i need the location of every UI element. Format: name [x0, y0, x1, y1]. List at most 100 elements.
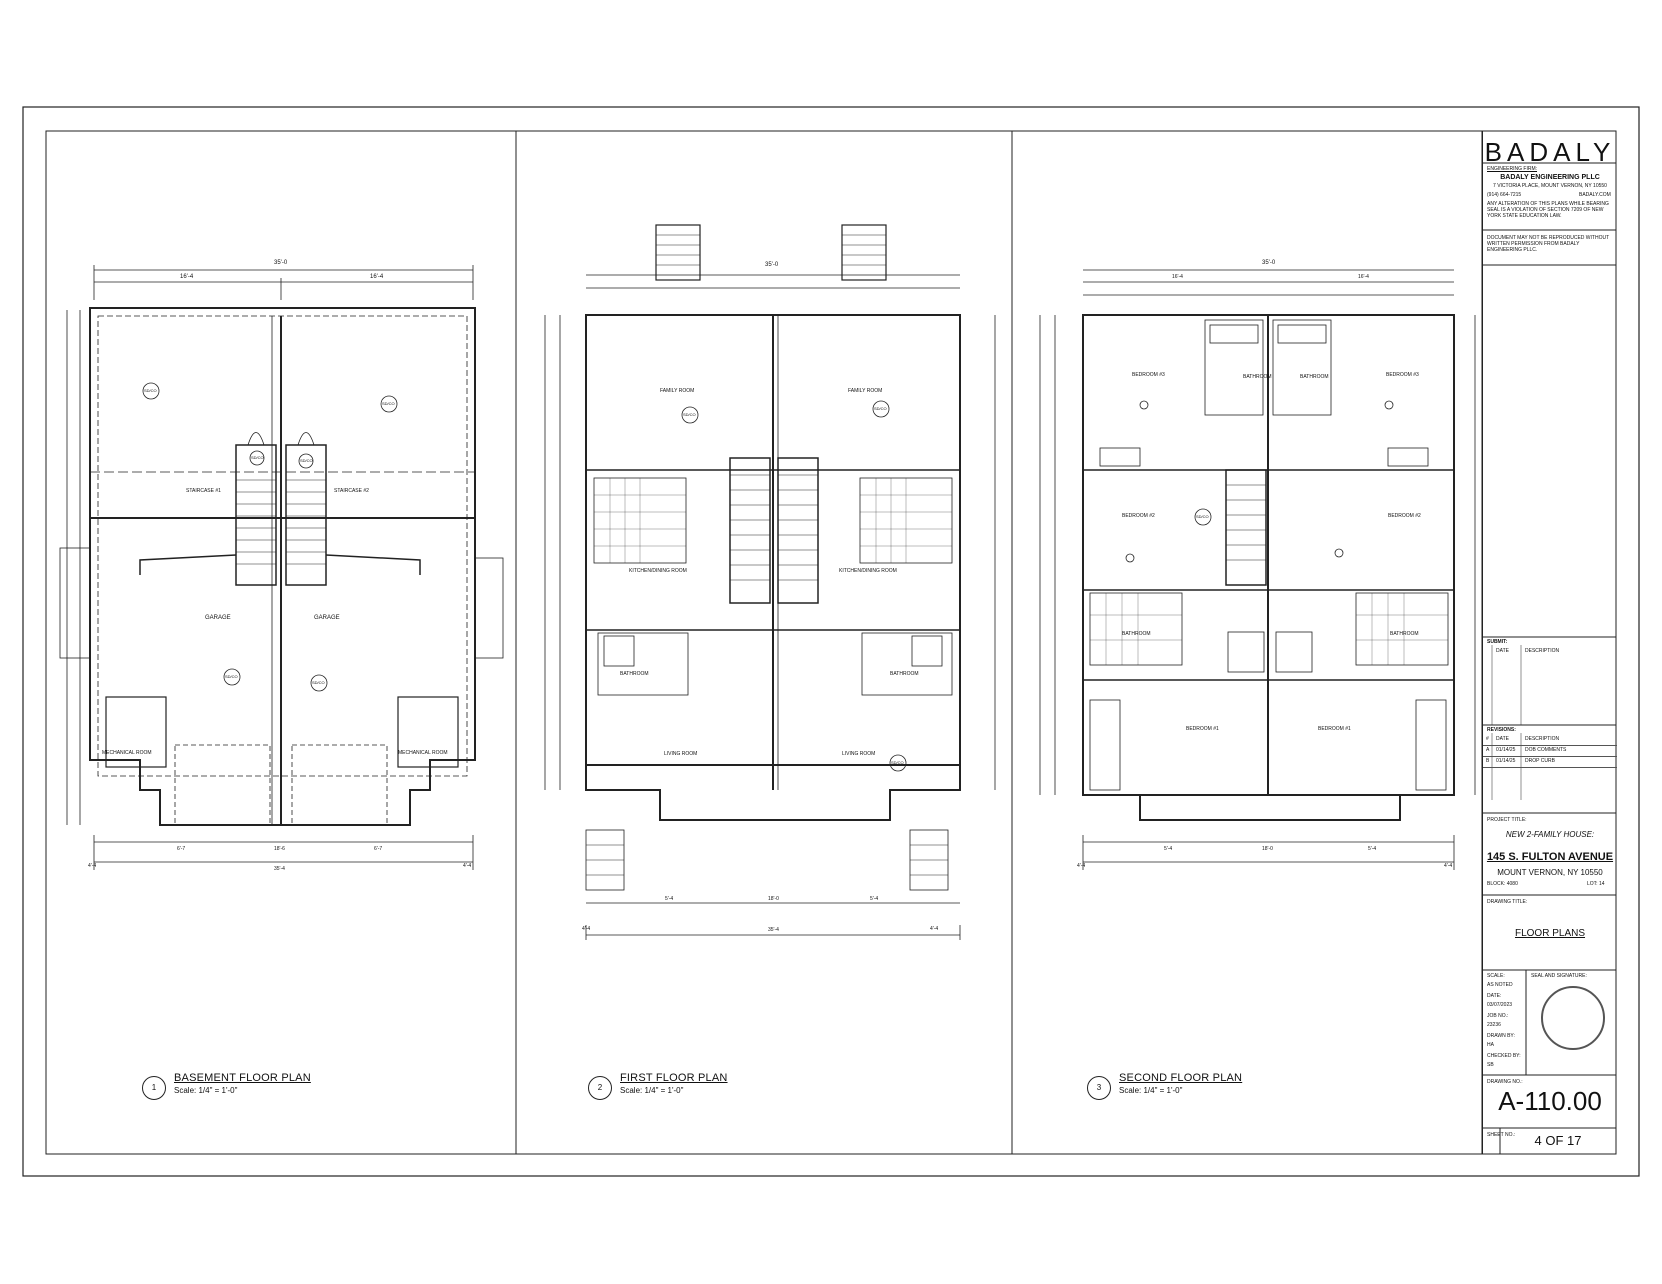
- date-value: 03/07/2023: [1487, 1002, 1513, 1008]
- drawing-title-heading: DRAWING TITLE:: [1487, 899, 1528, 905]
- firm-name: BADALY ENGINEERING PLLC: [1500, 174, 1600, 181]
- dim-label: 16'-4: [180, 274, 194, 280]
- project-lot: LOT: 14: [1587, 881, 1605, 887]
- dim-label: 16'-4: [370, 274, 384, 280]
- basement-plan-scale: Scale: 1/4" = 1'-0": [174, 1086, 238, 1095]
- drawing-number: A-110.00: [1498, 1086, 1602, 1116]
- sd-co-symbol: SD/CO: [144, 388, 157, 393]
- room-label: BATHROOM: [890, 671, 919, 677]
- room-label: BEDROOM #2: [1122, 513, 1155, 519]
- drawn-value: HA: [1487, 1042, 1494, 1048]
- sd-co-symbol: SD/CO: [891, 760, 904, 765]
- dim-label: 35'-0: [274, 260, 288, 266]
- firm-address: 7 VICTORIA PLACE, MOUNT VERNON, NY 10550: [1493, 183, 1607, 189]
- dim-label: 18'-6: [274, 846, 285, 852]
- sd-co-symbol: SD/CO: [251, 455, 264, 460]
- checked-label: CHECKED BY:: [1487, 1053, 1521, 1059]
- sheet-number: 4 OF 17: [1534, 1133, 1582, 1148]
- dim-label: 35'-4: [274, 866, 285, 872]
- room-label: BEDROOM #3: [1132, 372, 1165, 378]
- project-city: MOUNT VERNON, NY 10550: [1497, 868, 1603, 877]
- room-label: FAMILY ROOM: [660, 388, 695, 394]
- seal-violation-note: ANY ALTERATION OF THIS PLANS WHILE BEARI…: [1487, 201, 1609, 219]
- job-value: 23236: [1487, 1022, 1501, 1028]
- checked-value: SB: [1487, 1062, 1494, 1068]
- second-plan-scale: Scale: 1/4" = 1'-0": [1119, 1086, 1183, 1095]
- room-label: GARAGE: [314, 615, 340, 621]
- sd-co-symbol: SD/CO: [225, 674, 238, 679]
- drawing-title: FLOOR PLANS: [1514, 928, 1586, 939]
- room-label: STAIRCASE #2: [334, 488, 369, 494]
- basement-plan-title: BASEMENT FLOOR PLAN: [174, 1072, 311, 1084]
- plan-number-circle: 2: [588, 1076, 612, 1100]
- revisions-header-row: # DATE DESCRIPTION: [1483, 734, 1617, 746]
- second-floor-plan: [1039, 269, 1476, 870]
- room-label: BATHROOM: [1122, 631, 1151, 637]
- room-label: BATHROOM: [1243, 374, 1272, 380]
- dim-label: 5'-4: [870, 896, 879, 902]
- dim-label: 6'-7: [374, 846, 383, 852]
- room-label: MECHANICAL ROOM: [398, 750, 448, 756]
- revisions-heading: REVISIONS:: [1487, 727, 1516, 733]
- submit-heading: SUBMIT:: [1487, 639, 1508, 645]
- seal-heading: SEAL AND SIGNATURE:: [1531, 973, 1587, 979]
- plan-number-circle: 3: [1087, 1076, 1111, 1100]
- dim-label: 18'-0: [768, 896, 779, 902]
- first-plan-scale: Scale: 1/4" = 1'-0": [620, 1086, 684, 1095]
- room-label: BEDROOM #2: [1388, 513, 1421, 519]
- dim-label: 35'-0: [1262, 260, 1276, 266]
- room-label: LIVING ROOM: [664, 751, 698, 757]
- room-label: KITCHEN/DINING ROOM: [839, 568, 897, 574]
- project-heading: PROJECT TITLE:: [1487, 817, 1527, 823]
- room-label: BEDROOM #3: [1386, 372, 1419, 378]
- dim-label: 6'-7: [177, 846, 186, 852]
- project-block: BLOCK: 4080: [1487, 881, 1518, 887]
- dim-label: 4'-4: [1444, 863, 1453, 869]
- room-label: BATHROOM: [1300, 374, 1329, 380]
- room-label: KITCHEN/DINING ROOM: [629, 568, 687, 574]
- dim-label: 4'-4: [1077, 863, 1086, 869]
- firm-heading: ENGINEERING FIRM:: [1487, 166, 1538, 172]
- dim-label: 35'-0: [765, 262, 779, 268]
- drawn-label: DRAWN BY:: [1487, 1033, 1515, 1039]
- project-title: NEW 2-FAMILY HOUSE:: [1505, 830, 1595, 839]
- room-label: FAMILY ROOM: [848, 388, 883, 394]
- title-block-lines: [1482, 162, 1616, 1155]
- submit-date-col: DATE: [1496, 648, 1509, 654]
- room-label: STAIRCASE #1: [186, 488, 221, 494]
- engineer-seal: [1541, 986, 1605, 1050]
- firm-phone: (914) 664-7215: [1487, 192, 1522, 198]
- submit-desc-col: DESCRIPTION: [1525, 648, 1560, 654]
- firm-web: BADALY.COM: [1579, 192, 1611, 198]
- plan-number-circle: 1: [142, 1076, 166, 1100]
- revision-row: B 01/14/25 DROP CURB: [1483, 756, 1617, 768]
- sd-co-symbol: SD/CO: [312, 680, 325, 685]
- drawing-no-label: DRAWING NO.:: [1487, 1079, 1523, 1085]
- revision-row: A 01/14/25 DOB COMMENTS: [1483, 745, 1617, 757]
- job-label: JOB NO.:: [1487, 1013, 1509, 1019]
- dim-label: 16'-4: [1358, 274, 1369, 280]
- room-label: GARAGE: [205, 615, 231, 621]
- room-label: BEDROOM #1: [1186, 726, 1219, 732]
- project-address: 145 S. FULTON AVENUE: [1486, 851, 1614, 863]
- scale-label: SCALE:: [1487, 973, 1505, 979]
- dim-label: 35'-4: [768, 927, 779, 933]
- dim-label: 18'-0: [1262, 846, 1273, 852]
- dim-label: 4'-4: [582, 926, 591, 932]
- sd-co-symbol: SD/CO: [1196, 514, 1209, 519]
- room-label: MECHANICAL ROOM: [102, 750, 152, 756]
- room-label: BATHROOM: [620, 671, 649, 677]
- sheet-label: SHEET NO.:: [1487, 1132, 1516, 1138]
- scale-value: AS NOTED: [1487, 982, 1513, 988]
- reproduction-note: DOCUMENT MAY NOT BE REPRODUCED WITHOUT W…: [1487, 235, 1610, 253]
- title-block: BADALY ENGINEERING FIRM: BADALY ENGINEER…: [1482, 131, 1617, 1154]
- first-plan-title: FIRST FLOOR PLAN: [620, 1072, 728, 1084]
- dim-label: 5'-4: [1164, 846, 1173, 852]
- dim-label: 4'-4: [88, 863, 97, 869]
- basement-floor-plan: [59, 265, 504, 870]
- sd-co-symbol: SD/CO: [300, 458, 313, 463]
- room-label: BEDROOM #1: [1318, 726, 1351, 732]
- dim-label: 4'-4: [930, 926, 939, 932]
- dim-label: 5'-4: [1368, 846, 1377, 852]
